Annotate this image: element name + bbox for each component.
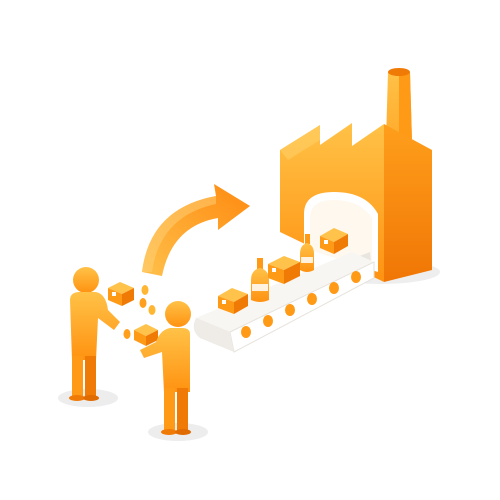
bottle-icon: [300, 234, 314, 272]
coin-icon: [123, 329, 131, 339]
coin-icon: [148, 305, 156, 315]
coin-icon: [141, 285, 149, 295]
bottle-icon: [251, 258, 269, 302]
coin-icon: [139, 298, 147, 308]
conveyor-rollers: [241, 271, 361, 338]
box-icon: [218, 288, 248, 314]
coin-icons: [123, 285, 156, 339]
belt-items: [218, 228, 348, 314]
box-icon: [320, 228, 348, 254]
box-icon: [134, 324, 158, 346]
person-icon: [69, 267, 134, 401]
person-icon: [140, 301, 191, 435]
curved-arrow-icon: [142, 184, 250, 276]
box-icon: [268, 256, 300, 284]
conveyor-belt-icon: [193, 252, 375, 353]
box-icon: [108, 282, 134, 306]
